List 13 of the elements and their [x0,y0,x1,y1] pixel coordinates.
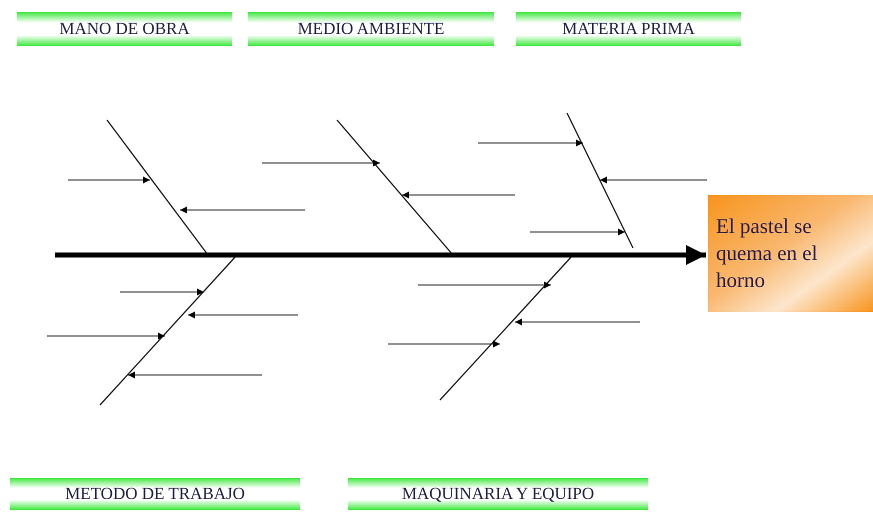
box-label: MATERIA PRIMA [562,19,695,39]
box-label: METODO DE TRABAJO [65,484,245,504]
arrow [55,245,706,265]
box-label: El pastel se quema en el horno [716,212,818,294]
category-box [516,12,741,46]
category-box [348,478,648,510]
box-label: MAQUINARIA Y EQUIPO [402,484,594,504]
box-label: MANO DE OBRA [59,19,190,39]
category-box [17,12,232,46]
category-box [10,478,300,510]
effect-box [708,195,873,312]
box-label: MEDIO AMBIENTE [298,19,444,39]
category-box [248,12,494,46]
